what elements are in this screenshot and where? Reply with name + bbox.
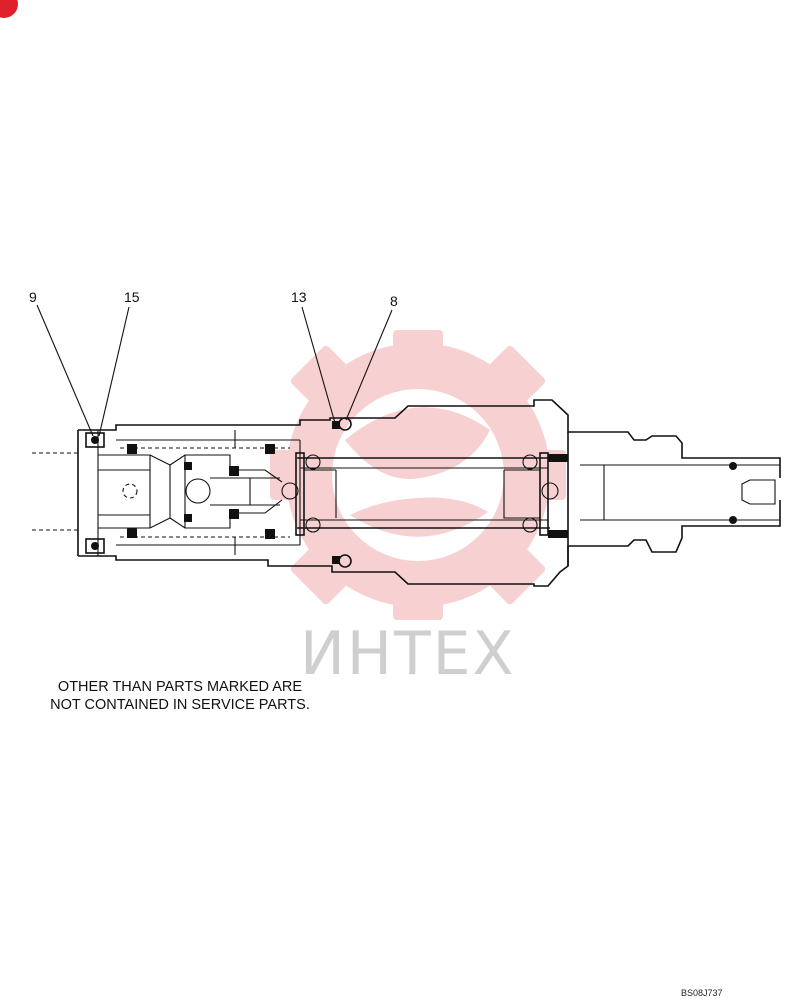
valve-housing-outline xyxy=(77,399,781,587)
leader-lines xyxy=(36,304,393,437)
callout-15: 15 xyxy=(124,289,140,305)
callout-8: 8 xyxy=(390,293,398,309)
callout-13: 13 xyxy=(291,289,307,305)
drawing-code: BS08J737 xyxy=(681,988,723,998)
housing-o-rings xyxy=(332,417,352,568)
note-line-1: OTHER THAN PARTS MARKED ARE xyxy=(57,679,303,695)
plug-o-rings xyxy=(85,432,105,554)
callout-9: 9 xyxy=(29,289,37,305)
service-parts-note: OTHER THAN PARTS MARKED ARE NOT CONTAINE… xyxy=(30,678,330,714)
poppet-assembly xyxy=(169,454,299,529)
spring-chamber xyxy=(295,452,559,536)
watermark-gear-logo-icon xyxy=(270,330,566,620)
adjuster-stem xyxy=(548,432,780,566)
watermark-text: ИНТЕХ xyxy=(300,619,516,689)
corner-mark-icon xyxy=(0,0,18,18)
note-line-2: NOT CONTAINED IN SERVICE PARTS. xyxy=(50,697,310,713)
center-lines xyxy=(32,452,78,531)
seal-blocks xyxy=(127,444,275,539)
inner-bore xyxy=(116,430,301,555)
